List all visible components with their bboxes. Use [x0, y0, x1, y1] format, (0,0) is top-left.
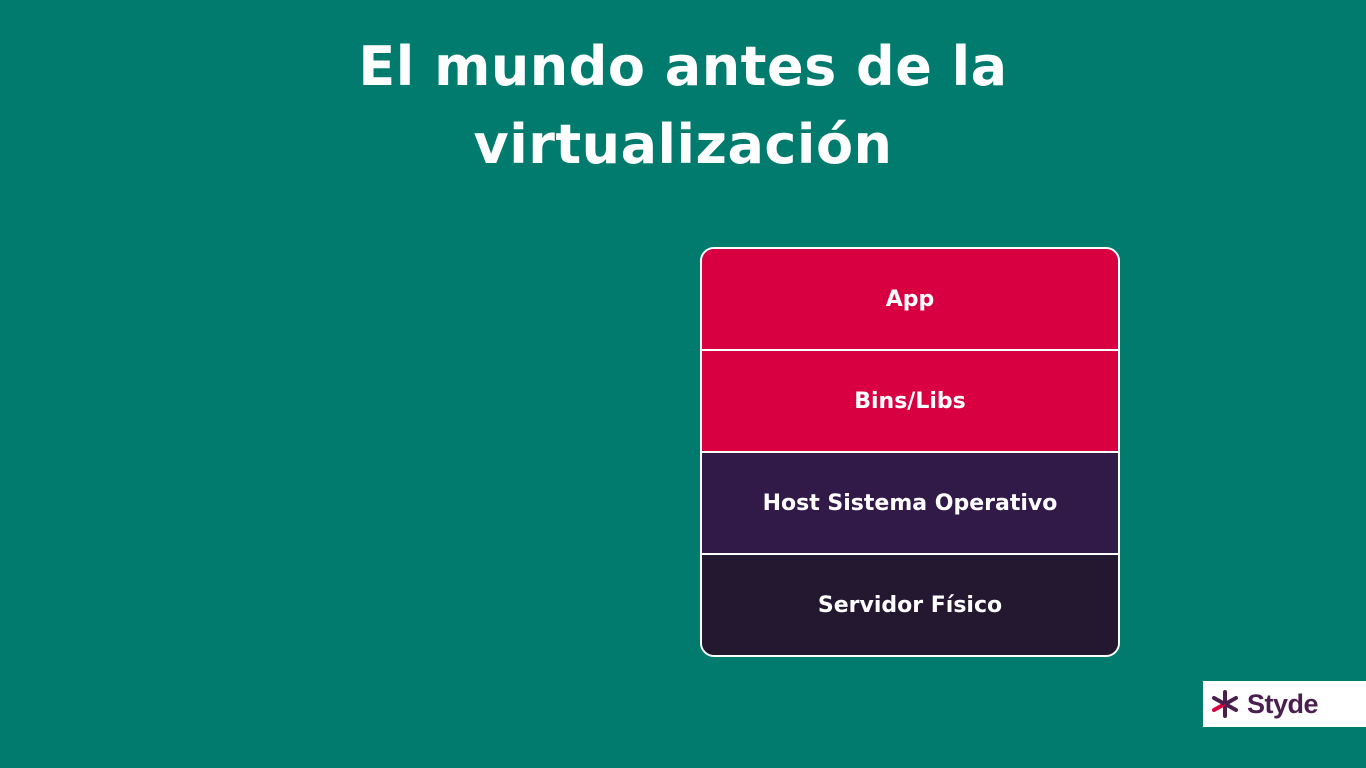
layer-app: App	[702, 249, 1118, 351]
styde-logo: Styde	[1203, 681, 1366, 727]
layer-bins-libs: Bins/Libs	[702, 351, 1118, 453]
layer-physical-server: Servidor Físico	[702, 555, 1118, 655]
slide-title: El mundo antes de la virtualización	[358, 35, 1008, 176]
layer-host-os: Host Sistema Operativo	[702, 453, 1118, 555]
styde-logo-text: Styde	[1247, 688, 1319, 719]
styde-logo-icon	[1203, 681, 1247, 727]
architecture-stack: App Bins/Libs Host Sistema Operativo Ser…	[700, 247, 1120, 657]
